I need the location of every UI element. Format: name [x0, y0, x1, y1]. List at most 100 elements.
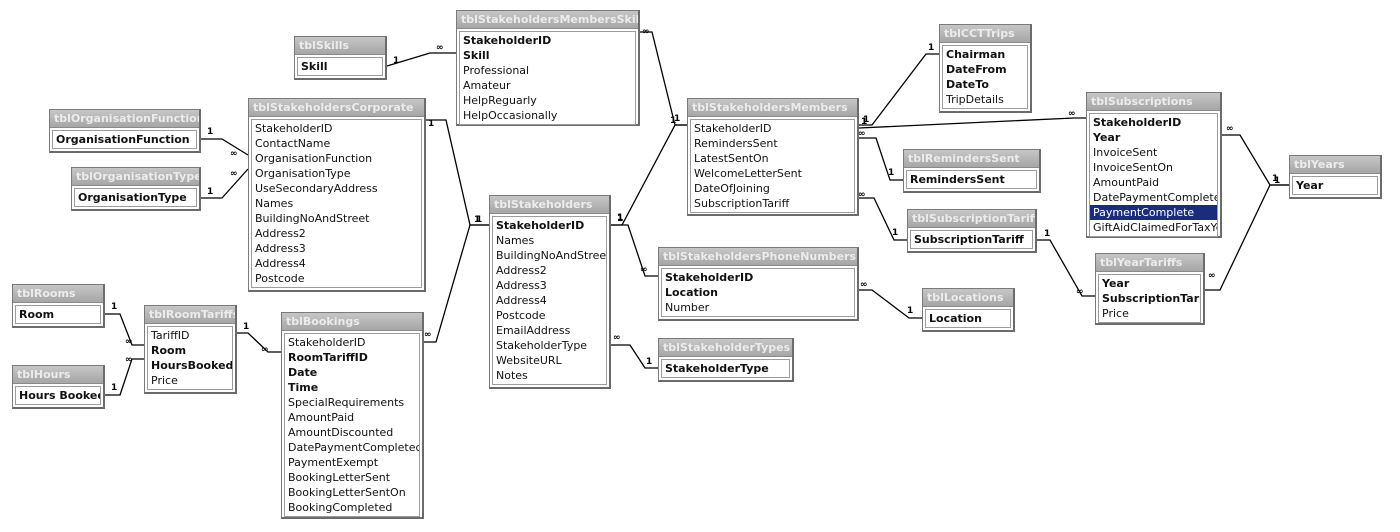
field-organisationfunction[interactable]: OrganisationFunction — [56, 133, 190, 146]
relationship-line[interactable] — [386, 52, 456, 67]
relationship-line[interactable] — [859, 53, 939, 126]
field-tripdetails[interactable]: TripDetails — [946, 93, 1004, 106]
table-title[interactable]: tblSubscriptions — [1087, 93, 1220, 111]
field-paymentexempt[interactable]: PaymentExempt — [288, 456, 379, 469]
table-title[interactable]: tblRooms — [13, 285, 103, 303]
table-tblSkills[interactable]: tblSkills Skill — [294, 36, 387, 80]
field-giftaidclaimedfortaxyear[interactable]: GiftAidClaimedForTaxYear — [1093, 221, 1217, 234]
field-latestsenton[interactable]: LatestSentOn — [694, 152, 769, 165]
relationship-line[interactable] — [611, 344, 658, 369]
field-names[interactable]: Names — [496, 234, 535, 247]
field-reminderssent[interactable]: RemindersSent — [910, 173, 1005, 186]
field-location[interactable]: Location — [929, 312, 982, 325]
relationship-org_type-corporate[interactable]: 1∞ — [201, 168, 249, 199]
table-title[interactable]: tblSkills — [295, 37, 385, 55]
table-title[interactable]: tblBookings — [282, 313, 422, 331]
relationship-stakeholders-stakeholder_types[interactable]: ∞1 — [611, 333, 658, 369]
field-buildingnoandstreet[interactable]: BuildingNoAndStreet — [496, 249, 606, 262]
field-bookingcompleted[interactable]: BookingCompleted — [288, 501, 393, 514]
table-title[interactable]: tblSubscriptionTariffs — [908, 210, 1035, 228]
relationship-members-reminders_sent[interactable]: ∞1 — [858, 129, 903, 181]
field-paymentcomplete[interactable]: PaymentComplete — [1090, 205, 1217, 220]
table-tblStakeholderTypes[interactable]: tblStakeholderTypes StakeholderType — [658, 338, 794, 382]
table-title[interactable]: tblYearTariffs — [1096, 254, 1203, 272]
relationship-phone_numbers-locations[interactable]: ∞1 — [859, 280, 922, 319]
relationship-hours-room_tariffs[interactable]: 1∞ — [105, 355, 144, 396]
relationship-line[interactable] — [237, 332, 281, 353]
table-title[interactable]: tblLocations — [923, 289, 1013, 307]
field-datepaymentcompleted[interactable]: DatePaymentCompleted — [1093, 191, 1217, 204]
table-title[interactable]: tblOrganisationFunctions — [50, 110, 199, 128]
field-buildingnoandstreet[interactable]: BuildingNoAndStreet — [255, 212, 370, 225]
relationship-rooms-room_tariffs[interactable]: 1∞ — [105, 302, 144, 347]
relationship-bookings-stakeholders[interactable]: ∞1 — [424, 215, 489, 343]
relationship-corporate-stakeholders[interactable]: 11 — [426, 119, 489, 226]
relationship-line[interactable] — [201, 138, 249, 156]
field-organisationtype[interactable]: OrganisationType — [78, 191, 187, 204]
field-stakeholderid[interactable]: StakeholderID — [463, 34, 552, 47]
table-title[interactable]: tblHours — [13, 366, 103, 384]
field-address3[interactable]: Address3 — [496, 279, 547, 292]
field-helpoccasionally[interactable]: HelpOccasionally — [463, 109, 558, 122]
relationship-members-subscription_tariffs[interactable]: ∞1 — [858, 190, 907, 241]
field-professional[interactable]: Professional — [463, 64, 530, 77]
table-title[interactable]: tblStakeholdersMembersSkills — [457, 11, 638, 29]
table-title[interactable]: tblRemindersSent — [904, 150, 1039, 168]
field-address3[interactable]: Address3 — [255, 242, 306, 255]
field-skill[interactable]: Skill — [463, 49, 490, 62]
field-invoicesenton[interactable]: InvoiceSentOn — [1093, 161, 1173, 174]
relationship-line[interactable] — [201, 168, 249, 199]
table-title[interactable]: tblCCTTrips — [940, 25, 1030, 43]
field-roomtariffid[interactable]: RoomTariffID — [288, 351, 368, 364]
field-welcomelettersent[interactable]: WelcomeLetterSent — [694, 167, 802, 180]
field-hours-booked[interactable]: Hours Booked — [19, 389, 100, 402]
table-title[interactable]: tblStakeholdersPhoneNumbers — [659, 248, 857, 266]
relationship-line[interactable] — [105, 313, 144, 346]
field-specialrequirements[interactable]: SpecialRequirements — [288, 396, 405, 409]
relationship-stakeholders-members[interactable]: 11 — [611, 114, 687, 226]
field-price[interactable]: Price — [151, 374, 178, 387]
field-chairman[interactable]: Chairman — [946, 48, 1006, 61]
field-bookinglettersenton[interactable]: BookingLetterSentOn — [288, 486, 406, 499]
field-date[interactable]: Date — [288, 366, 318, 379]
relationship-members-cct_trips[interactable]: 11 — [859, 43, 939, 126]
table-tblYearTariffs[interactable]: tblYearTariffs YearSubscriptionTariffPri… — [1095, 253, 1205, 325]
field-datefrom[interactable]: DateFrom — [946, 63, 1007, 76]
field-contactname[interactable]: ContactName — [255, 137, 331, 150]
field-reminderssent[interactable]: RemindersSent — [694, 137, 778, 150]
field-dateto[interactable]: DateTo — [946, 78, 989, 91]
field-emailaddress[interactable]: EmailAddress — [496, 324, 571, 337]
field-price[interactable]: Price — [1102, 307, 1129, 320]
relationship-stakeholders-phone_numbers[interactable]: 1∞ — [611, 213, 658, 277]
relationship-line[interactable] — [426, 119, 489, 226]
field-organisationtype[interactable]: OrganisationType — [255, 167, 351, 180]
field-room[interactable]: Room — [19, 308, 55, 321]
field-subscriptiontariff[interactable]: SubscriptionTariff — [914, 233, 1024, 246]
field-stakeholderid[interactable]: StakeholderID — [496, 219, 585, 232]
field-amountdiscounted[interactable]: AmountDiscounted — [288, 426, 394, 439]
table-title[interactable]: tblOrganisationType — [72, 168, 199, 186]
relationship-line[interactable] — [1205, 184, 1289, 291]
relationship-line[interactable] — [859, 289, 922, 319]
field-location[interactable]: Location — [665, 286, 718, 299]
field-amateur[interactable]: Amateur — [463, 79, 511, 92]
field-year[interactable]: Year — [1093, 131, 1121, 144]
relationship-line[interactable] — [424, 224, 489, 343]
field-year[interactable]: Year — [1102, 277, 1130, 290]
field-tariffid[interactable]: TariffID — [151, 329, 190, 342]
field-room[interactable]: Room — [151, 344, 187, 357]
field-subscriptiontariff[interactable]: SubscriptionTariff — [694, 197, 790, 210]
relationship-line[interactable] — [611, 124, 687, 226]
relationship-line[interactable] — [1037, 239, 1095, 297]
relationship-year_tariffs-years[interactable]: ∞1 — [1205, 176, 1289, 291]
field-bookinglettersent[interactable]: BookingLetterSent — [288, 471, 391, 484]
table-tblLocations[interactable]: tblLocations Location — [922, 288, 1015, 332]
relationship-line[interactable] — [640, 31, 687, 126]
table-title[interactable]: tblStakeholderTypes — [659, 339, 792, 357]
field-helpreguarly[interactable]: HelpReguarly — [463, 94, 537, 107]
